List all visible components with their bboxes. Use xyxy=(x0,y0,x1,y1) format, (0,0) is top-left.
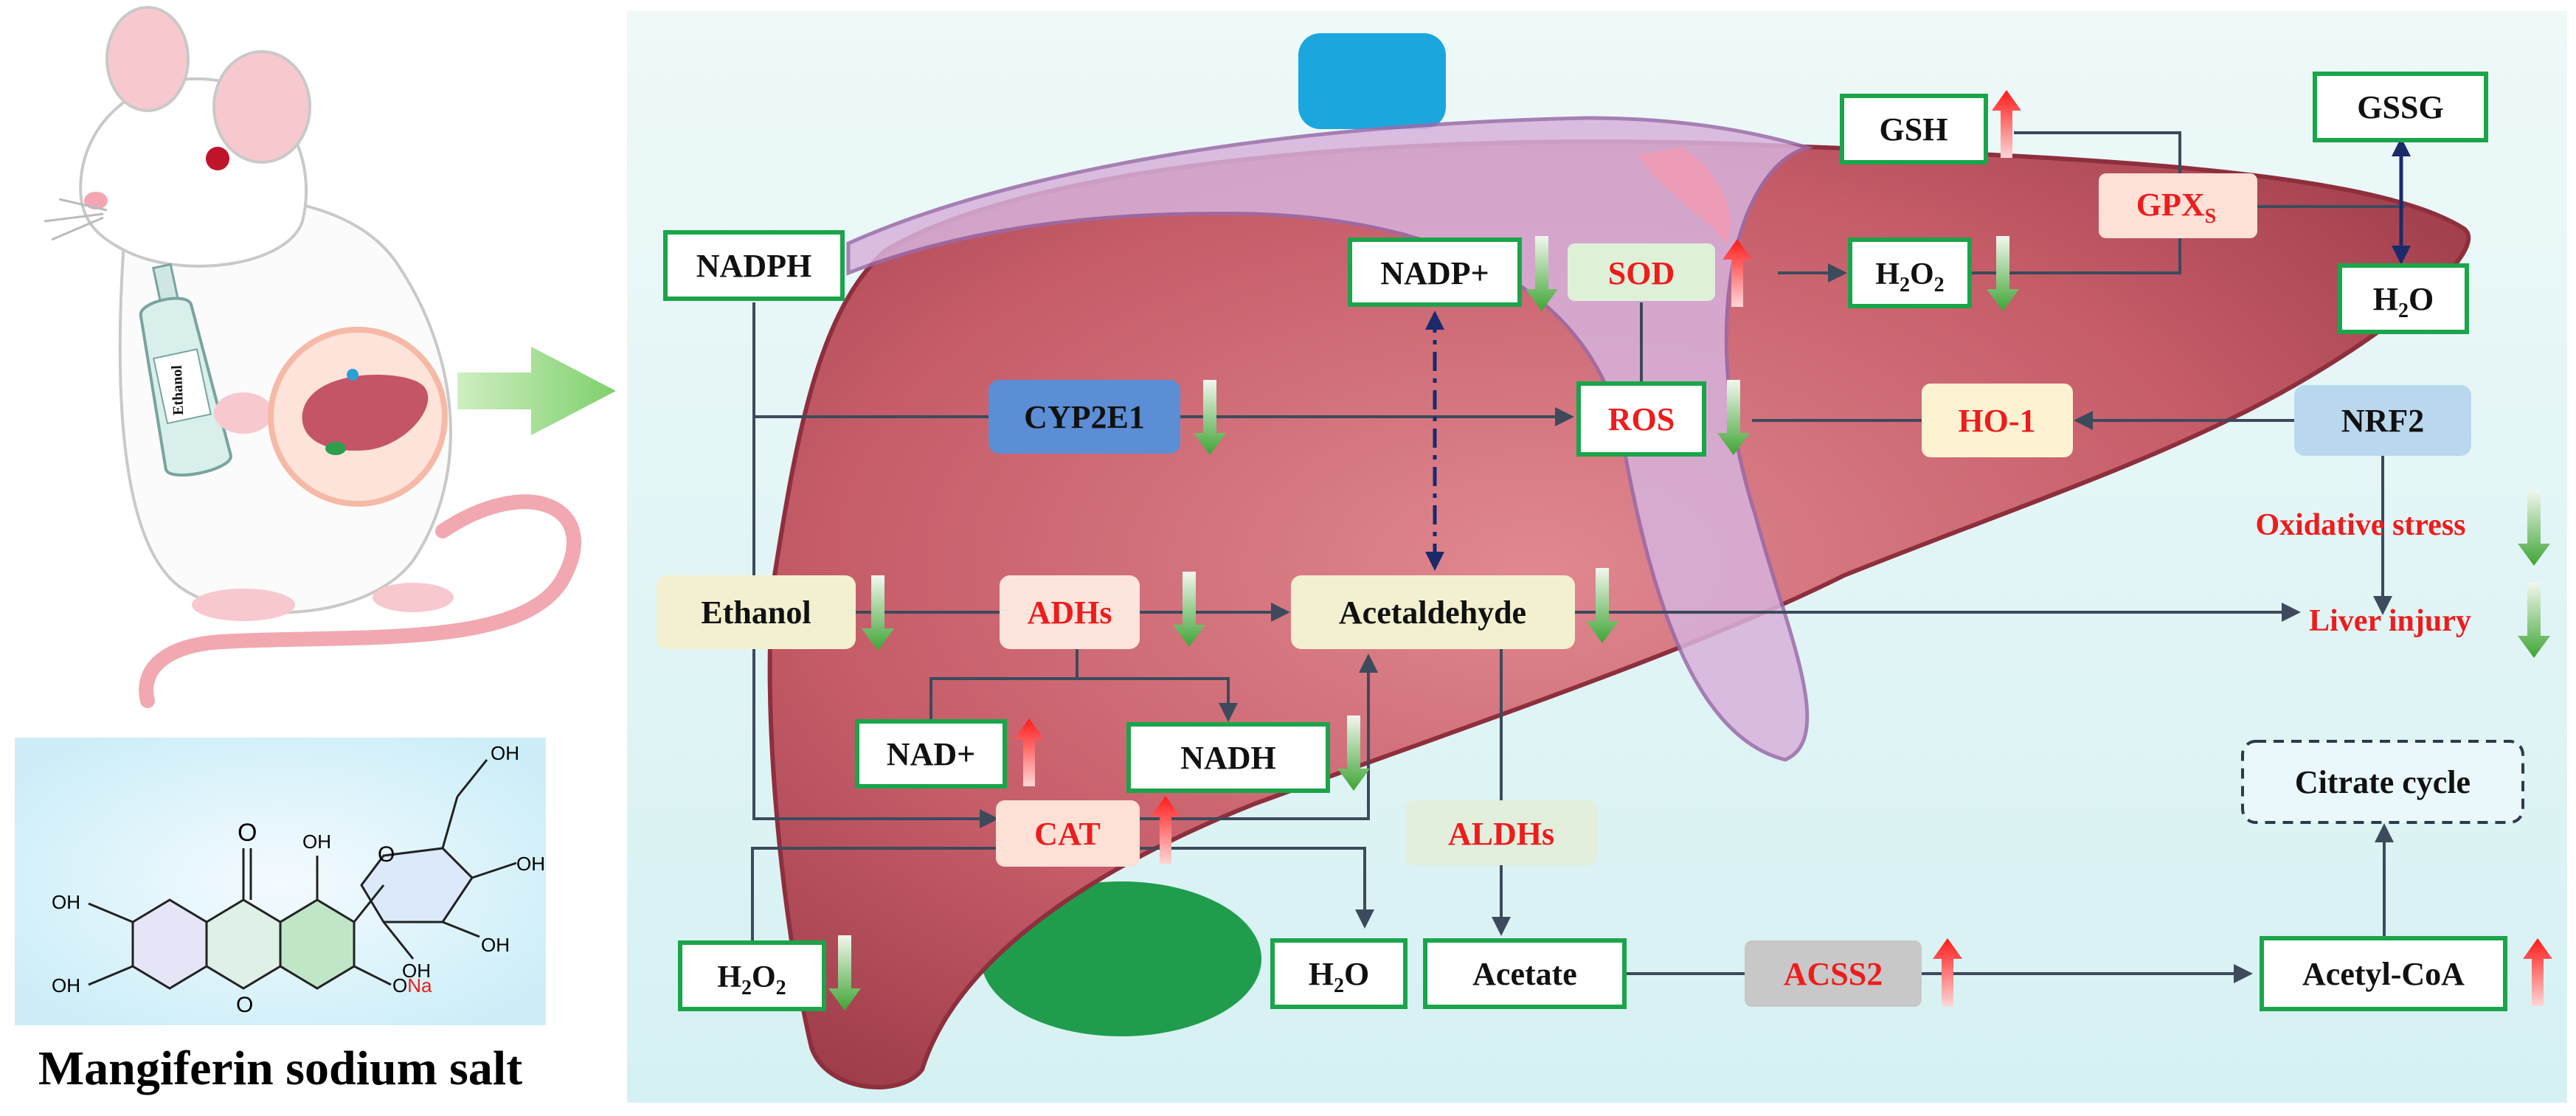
rat-ear-left xyxy=(105,6,190,112)
node-h2o-bottom-label: H2O xyxy=(1309,956,1369,997)
compound-caption: Mangiferin sodium salt xyxy=(38,1042,522,1095)
gpx-main: GPX xyxy=(2136,187,2205,223)
node-gssg: GSSG xyxy=(2313,72,2488,142)
h2o-bottom-sub: 2 xyxy=(1334,974,1344,997)
node-nad-plus-label: NAD+ xyxy=(887,736,975,772)
node-acss2: ACSS2 xyxy=(1745,940,1922,1007)
h2o-top-sub: 2 xyxy=(2398,299,2409,322)
h2o2-top-o: O xyxy=(1910,257,1934,291)
node-gsh-label: GSH xyxy=(1880,111,1948,148)
mol-carbonyl-o: O xyxy=(238,819,257,847)
mol-na: Na xyxy=(407,974,432,997)
node-cyp2e1-label: CYP2E1 xyxy=(1024,399,1145,435)
label-liver-injury: Liver injury xyxy=(2309,604,2471,638)
node-sod: SOD xyxy=(1568,243,1715,301)
mol-o-na-o: O xyxy=(392,974,407,997)
mol-oh-6: OH xyxy=(481,934,510,956)
node-acetate: Acetate xyxy=(1423,938,1627,1009)
node-ethanol: Ethanol xyxy=(657,575,856,649)
node-h2o-top-label: H2O xyxy=(2373,281,2434,322)
liver-inset xyxy=(268,327,448,507)
mangiferin-structure: O O O OH OH OH OH OH OH OH ONa xyxy=(15,738,546,1025)
node-nadp-plus-label: NADP+ xyxy=(1380,255,1489,291)
node-aldhs-label: ALDHs xyxy=(1448,816,1554,852)
node-adhs: ADHs xyxy=(1000,575,1140,649)
h2o-top-h: H xyxy=(2373,281,2398,317)
node-nrf2: NRF2 xyxy=(2294,385,2471,456)
h2o2-top-sub2: 2 xyxy=(1934,274,1945,297)
h2o2-bottom-sub1: 2 xyxy=(741,977,752,999)
node-nadh: NADH xyxy=(1126,722,1330,793)
h2o-bottom-h: H xyxy=(1309,956,1334,992)
node-ros: ROS xyxy=(1576,381,1706,457)
node-gssg-label: GSSG xyxy=(2357,89,2443,125)
mol-oh-7: OH xyxy=(402,960,431,982)
mol-oh-3: OH xyxy=(302,831,331,853)
node-citrate-cycle-label: Citrate cycle xyxy=(2295,764,2471,800)
rat-eye xyxy=(206,147,229,170)
node-ros-label: ROS xyxy=(1608,401,1675,437)
rat-illustration: Ethanol xyxy=(44,6,581,708)
mol-o-na: ONa xyxy=(392,974,432,997)
mol-oh-5: OH xyxy=(516,853,545,875)
rat-foot-right xyxy=(373,583,454,612)
node-nad-plus: NAD+ xyxy=(855,719,1007,789)
mol-oh-4: OH xyxy=(491,742,519,764)
node-acetyl-coa-label: Acetyl-CoA xyxy=(2302,956,2465,992)
label-oxidative-stress: Oxidative stress xyxy=(2255,508,2465,542)
node-cyp2e1: CYP2E1 xyxy=(988,380,1180,454)
h2o2-bottom-h: H xyxy=(717,960,741,994)
node-sod-label: SOD xyxy=(1608,255,1675,291)
node-h2o2-bottom: H2O2 xyxy=(678,940,826,1011)
node-gpx-label: GPXS xyxy=(2136,187,2216,228)
node-h2o-top: H2O xyxy=(2338,263,2469,334)
direction-arrow xyxy=(457,347,616,435)
h2o2-top-h: H xyxy=(1875,257,1900,291)
h2o2-top-sub1: 2 xyxy=(1900,274,1910,297)
node-ho1-label: HO-1 xyxy=(1958,403,2035,439)
node-acetate-label: Acetate xyxy=(1472,956,1577,992)
rat-ear-right xyxy=(212,50,311,164)
node-nrf2-label: NRF2 xyxy=(2341,403,2424,439)
h2o2-bottom-o: O xyxy=(752,960,776,994)
mol-sugar-o: O xyxy=(378,842,395,867)
node-adhs-label: ADHs xyxy=(1028,595,1112,631)
node-h2o2-bottom-label: H2O2 xyxy=(717,960,786,999)
bottle-label: Ethanol xyxy=(169,364,187,415)
node-acss2-label: ACSS2 xyxy=(1784,956,1883,992)
node-nadp-plus: NADP+ xyxy=(1348,238,1522,307)
node-acetaldehyde: Acetaldehyde xyxy=(1291,575,1575,649)
node-gsh: GSH xyxy=(1840,94,1988,164)
node-citrate-cycle: Citrate cycle xyxy=(2241,740,2524,824)
ethanol-bottle: Ethanol xyxy=(139,263,232,476)
vessel xyxy=(1298,33,1446,129)
node-aldhs: ALDHs xyxy=(1405,800,1597,865)
node-acetaldehyde-label: Acetaldehyde xyxy=(1339,595,1526,631)
node-acetyl-coa: Acetyl-CoA xyxy=(2260,936,2507,1011)
gallbladder xyxy=(981,881,1261,1036)
h2o2-bottom-sub2: 2 xyxy=(776,977,786,999)
node-cat: CAT xyxy=(996,800,1140,867)
node-h2o2-top: H2O2 xyxy=(1848,238,1972,308)
rat-nose xyxy=(84,192,108,209)
node-h2o-bottom: H2O xyxy=(1270,938,1408,1009)
rat-foot-left xyxy=(192,589,295,621)
mol-oh-1: OH xyxy=(52,891,80,913)
mol-oh-2: OH xyxy=(52,974,80,997)
node-cat-label: CAT xyxy=(1034,816,1101,852)
node-ho1: HO-1 xyxy=(1922,384,2073,457)
node-h2o2-top-label: H2O2 xyxy=(1875,257,1944,297)
h2o-bottom-o: O xyxy=(1344,956,1369,992)
mol-ring-o: O xyxy=(236,993,253,1017)
node-ethanol-label: Ethanol xyxy=(701,595,811,631)
node-gpx: GPXS xyxy=(2099,173,2257,238)
node-nadph-label: NADPH xyxy=(696,248,811,284)
h2o-top-o: O xyxy=(2409,281,2434,317)
gpx-sub: S xyxy=(2205,205,2217,228)
node-nadh-label: NADH xyxy=(1180,740,1276,776)
node-nadph: NADPH xyxy=(663,230,845,301)
